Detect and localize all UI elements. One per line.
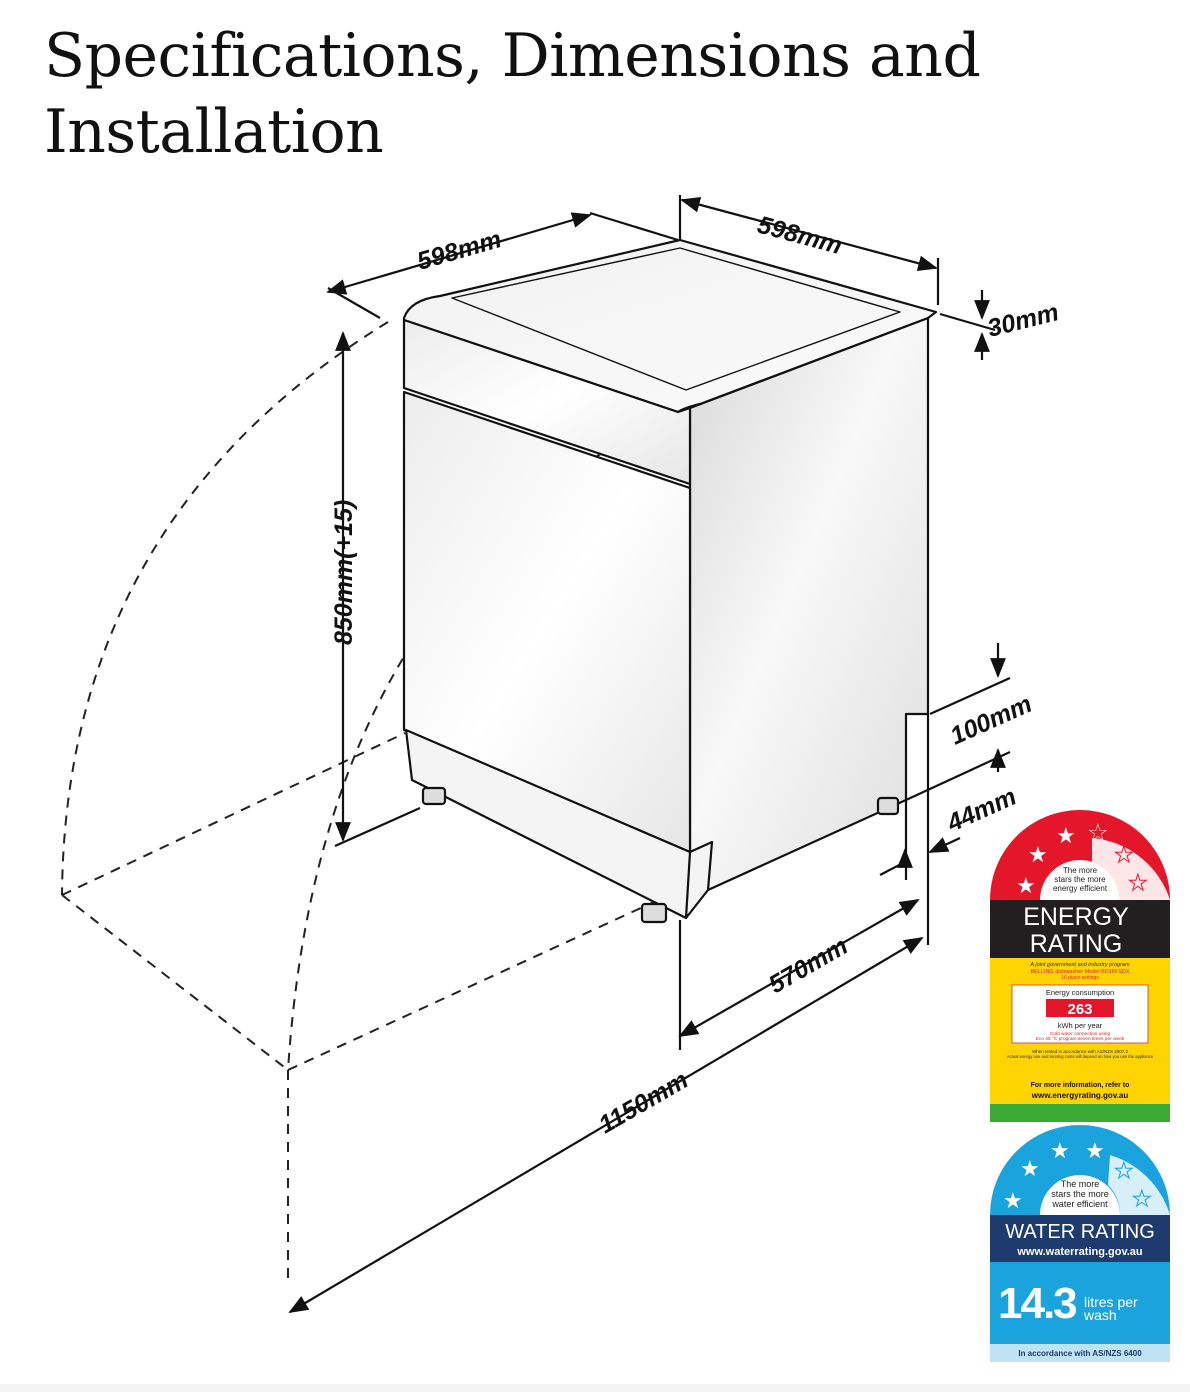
energy-model-line: BELLING dishwasher Model BD16FSDX (1030, 969, 1129, 975)
energy-top-text-1: The more (1063, 866, 1098, 875)
foot (876, 796, 900, 816)
star-icon: ★ (1028, 842, 1048, 867)
energy-rating-label: ★ ★ ★ ★ ★ ★ The more stars the more ener… (990, 810, 1170, 1122)
water-top-text-1: The more (1061, 1179, 1100, 1189)
energy-top-text-3: energy efficient (1053, 884, 1108, 893)
energy-program-line: A joint government and industry program (1029, 962, 1130, 968)
dim-kick-depth: 44mm (942, 783, 1020, 838)
star-icon: ★ (1128, 870, 1148, 895)
dim-height: 850mm(+15) (330, 500, 358, 645)
dim-door-open: 1150mm (594, 1066, 693, 1139)
energy-top-text-2: stars the more (1054, 875, 1106, 884)
dim-width-right: 598mm (754, 211, 844, 260)
footer-strip (0, 1384, 1190, 1392)
energy-consumption-label: Energy consumption (1046, 988, 1114, 997)
dim-kick-height: 100mm (946, 690, 1036, 751)
control-panel (402, 318, 692, 486)
star-icon: ★ (1020, 1156, 1040, 1181)
star-icon: ★ (1085, 1138, 1105, 1163)
star-icon: ★ (1016, 873, 1036, 898)
foot (421, 786, 447, 806)
water-rating-label: ★ ★ ★ ★ ★ ★ The more stars the more wate… (990, 1125, 1170, 1362)
dim-width-left: 598mm (414, 225, 505, 276)
dishwasher-body (402, 238, 938, 924)
star-icon: ★ (1114, 842, 1134, 867)
foot (640, 902, 668, 924)
dimension-lines (288, 195, 1011, 1314)
energy-heading-1: ENERGY (1023, 903, 1129, 931)
water-url: www.waterrating.gov.au (1016, 1246, 1142, 1258)
energy-note-2: Eco 45 °C program seven times per week (1036, 1036, 1125, 1042)
star-icon: ★ (1056, 823, 1076, 848)
star-icon: ★ (1132, 1186, 1152, 1211)
water-footer: In accordance with AS/NZS 6400 (1018, 1349, 1142, 1358)
star-icon: ★ (1088, 820, 1108, 845)
water-top-text-3: water efficient (1051, 1199, 1108, 1209)
star-icon: ★ (1114, 1158, 1134, 1183)
energy-heading-2: RATING (1030, 930, 1123, 958)
water-value: 14.3 (998, 1279, 1076, 1328)
star-icon: ★ (1050, 1138, 1070, 1163)
energy-note-1: Cold water connection using (1050, 1031, 1111, 1037)
energy-consumption-value: 263 (1067, 1001, 1092, 1018)
energy-star-icons: ★ ★ ★ ★ ★ ★ (1016, 820, 1148, 898)
water-top-text-2: stars the more (1051, 1189, 1109, 1199)
water-star-icons: ★ ★ ★ ★ ★ ★ (1003, 1138, 1152, 1213)
water-unit-2: wash (1083, 1307, 1117, 1323)
dim-depth: 570mm (764, 932, 853, 999)
star-icon: ★ (1003, 1188, 1023, 1213)
energy-settings-line: 16 place settings (1061, 975, 1099, 981)
dim-top-thickness: 30mm (985, 298, 1062, 343)
water-unit-1: litres per (1084, 1294, 1138, 1310)
energy-info-1: For more information, refer to (1031, 1082, 1130, 1089)
energy-test-1: When tested in accordance with AS/NZS 20… (1032, 1049, 1129, 1054)
energy-test-2: Actual energy use and running costs will… (1007, 1054, 1154, 1059)
energy-info-2: www.energyrating.gov.au (1031, 1091, 1129, 1100)
water-heading: WATER RATING (1005, 1221, 1155, 1243)
energy-consumption-unit: kWh per year (1058, 1021, 1103, 1030)
page-title: Specifications, Dimensions and Installat… (44, 21, 981, 167)
